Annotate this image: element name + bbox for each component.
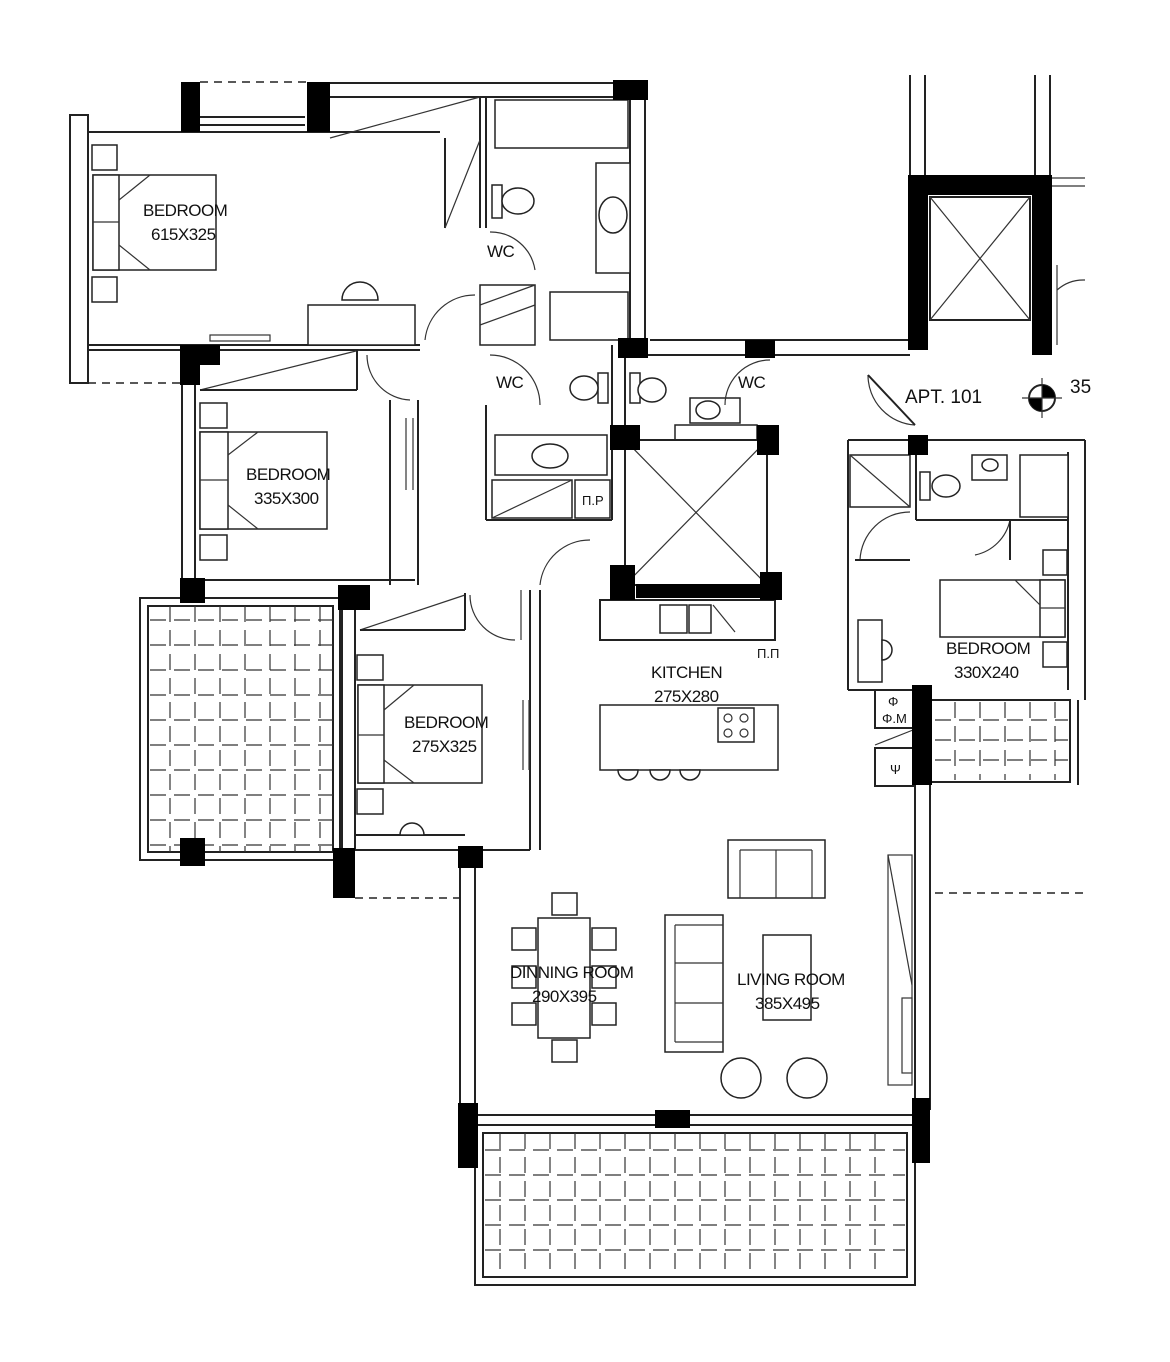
room-label-name: BEDROOM xyxy=(246,465,330,484)
symbol-phim: Φ.Μ xyxy=(882,711,907,726)
guest-wc: WC xyxy=(624,354,771,441)
master-bathroom: WC xyxy=(479,97,646,346)
elevator-shaft xyxy=(624,439,768,586)
edge-label: 35 xyxy=(1070,377,1091,398)
room-label-name: BEDROOM xyxy=(404,713,488,732)
survey-marker-icon xyxy=(1022,378,1062,418)
symbol-pr: Π.Ρ xyxy=(582,493,604,508)
room-label-name: KITCHEN xyxy=(651,663,722,682)
room-label-size: 275X325 xyxy=(412,737,477,756)
second-bathroom: WC Π.Ρ xyxy=(485,345,613,521)
room-label-name: LIVING ROOM xyxy=(737,970,845,989)
left-balcony xyxy=(139,597,341,861)
room-label-size: 385X495 xyxy=(755,994,820,1013)
room-label-name: DINNING ROOM xyxy=(510,963,633,982)
bedroom-2: BEDROOM 335X300 xyxy=(181,349,419,585)
room-label-size: 290X395 xyxy=(532,987,597,1006)
wc-label: WC xyxy=(496,373,524,392)
wc-label: WC xyxy=(738,373,766,392)
master-bedroom-area: BEDROOM 615X325 xyxy=(69,81,620,384)
room-label-size: 275X280 xyxy=(654,687,719,706)
wc-label: WC xyxy=(487,242,515,261)
symbol-phi: Φ xyxy=(888,694,898,709)
symbol-pp: Π.Π xyxy=(757,646,779,661)
bottom-balcony xyxy=(474,1124,916,1286)
room-label-size: 335X300 xyxy=(254,489,319,508)
room-label-size: 615X325 xyxy=(151,225,216,244)
structural-columns xyxy=(180,80,1052,1168)
symbol-psi: Ψ xyxy=(890,762,901,777)
room-label-name: BEDROOM xyxy=(946,639,1030,658)
apartment-label: APT. 101 xyxy=(905,387,982,408)
bedroom-3: BEDROOM 275X325 xyxy=(341,590,541,899)
kitchen: KITCHEN 275X280 Π.Π xyxy=(539,539,779,781)
room-label-size: 330X240 xyxy=(954,663,1019,682)
room-label-name: BEDROOM xyxy=(143,201,227,220)
right-core: APT. 101 35 xyxy=(650,75,1091,894)
living-dining: DINNING ROOM 290X395 LIVING ROOM 385X495 xyxy=(459,785,931,1126)
